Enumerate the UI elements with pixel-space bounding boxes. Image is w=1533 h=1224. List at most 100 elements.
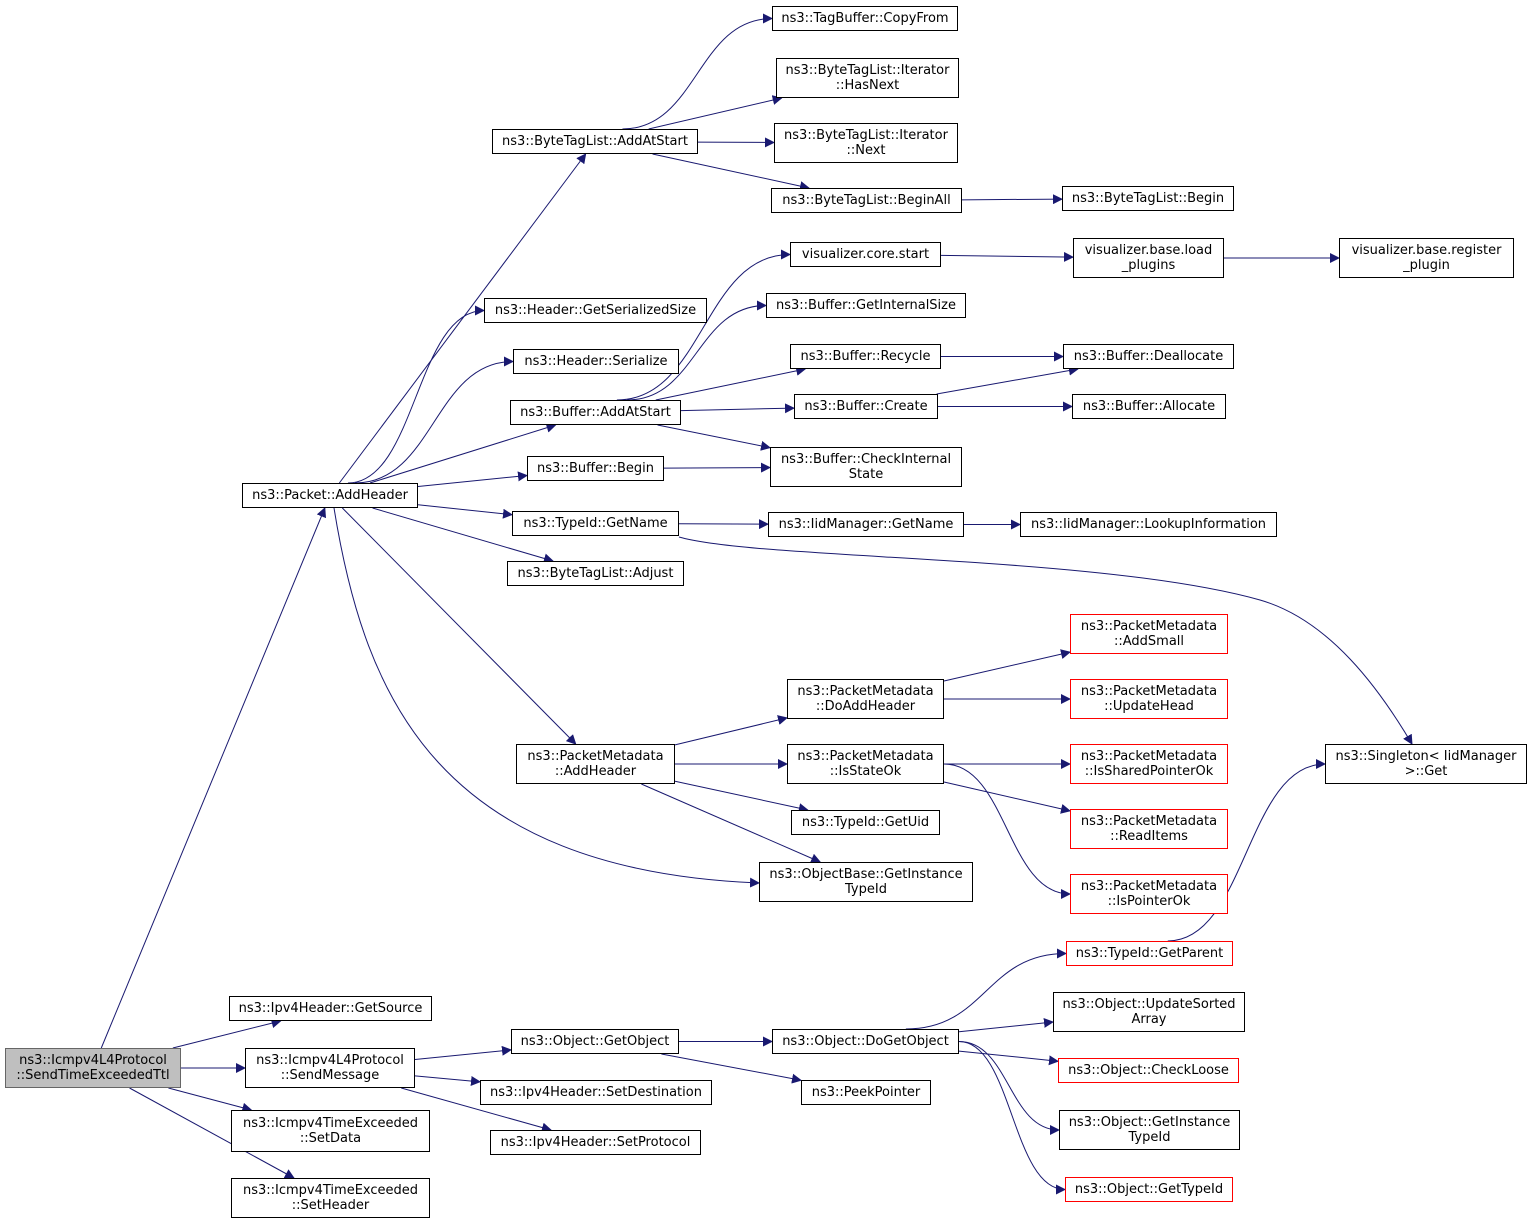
node-label: ns3::Ipv4Header::SetDestination — [490, 1085, 702, 1100]
node-typeid-getuid[interactable]: ns3::TypeId::GetUid — [791, 810, 940, 835]
node-visualizer-base-load[interactable]: visualizer.base.load_plugins — [1073, 238, 1224, 278]
node-label: ns3::Singleton< IidManager — [1335, 749, 1517, 764]
node-pm-ispointerok[interactable]: ns3::PacketMetadata::IsPointerOk — [1070, 874, 1228, 914]
node-bytetaglist-begin[interactable]: ns3::ByteTagList::Begin — [1062, 186, 1234, 211]
node-label: ns3::Packet::AddHeader — [252, 488, 408, 503]
node-pm-issharedpointerok[interactable]: ns3::PacketMetadata::IsSharedPointerOk — [1070, 744, 1228, 784]
edge-object-dogetobject-to-object-gettypeid — [958, 1041, 1066, 1195]
node-pm-addheader[interactable]: ns3::PacketMetadata::AddHeader — [516, 744, 675, 784]
node-label: ns3::Ipv4Header::SetProtocol — [500, 1135, 691, 1150]
node-visualizer-core-start[interactable]: visualizer.core.start — [790, 242, 941, 267]
node-iidmanager-getname[interactable]: ns3::IidManager::GetName — [768, 512, 964, 537]
node-label: ::SetHeader — [291, 1198, 370, 1213]
node-buffer-getinternalsize[interactable]: ns3::Buffer::GetInternalSize — [766, 293, 966, 318]
node-bytetaglist-beginall[interactable]: ns3::ByteTagList::BeginAll — [771, 188, 962, 213]
node-label: ns3::Object::CheckLoose — [1068, 1063, 1229, 1078]
node-label: visualizer.base.register — [1351, 243, 1502, 258]
edge-packet-addheader-to-bytetaglist-addatstart — [338, 153, 587, 484]
node-label: ns3::TypeId::GetParent — [1075, 946, 1224, 961]
edge-icmp-sendmessage-to-ipv4header-setprotocol — [401, 1087, 552, 1133]
node-label: ns3::Icmpv4TimeExceeded — [242, 1116, 419, 1131]
node-peekpointer[interactable]: ns3::PeekPointer — [801, 1080, 931, 1105]
node-label: ns3::Buffer::Begin — [536, 461, 655, 476]
node-iterator-hasnext[interactable]: ns3::ByteTagList::Iterator::HasNext — [776, 58, 959, 98]
node-pm-isstateok[interactable]: ns3::PacketMetadata::IsStateOk — [787, 744, 944, 784]
node-buffer-addatstart[interactable]: ns3::Buffer::AddAtStart — [510, 400, 681, 425]
edge-pm-addheader-to-objectbase-getinstancetypeid — [641, 783, 822, 863]
node-label: ::SendMessage — [280, 1068, 380, 1083]
node-visualizer-base-register[interactable]: visualizer.base.register_plugin — [1339, 238, 1514, 278]
node-pm-updatehead[interactable]: ns3::PacketMetadata::UpdateHead — [1070, 679, 1228, 719]
node-object-checkloose[interactable]: ns3::Object::CheckLoose — [1058, 1058, 1239, 1083]
node-typeid-getparent[interactable]: ns3::TypeId::GetParent — [1066, 941, 1233, 966]
node-label: ns3::PacketMetadata — [1080, 879, 1218, 894]
node-iterator-next[interactable]: ns3::ByteTagList::Iterator::Next — [774, 123, 958, 163]
node-buffer-deallocate[interactable]: ns3::Buffer::Deallocate — [1063, 344, 1234, 369]
node-label: ::HasNext — [835, 78, 900, 93]
node-timeexceeded-setdata[interactable]: ns3::Icmpv4TimeExceeded::SetData — [231, 1110, 430, 1152]
node-label: TypeId — [1128, 1130, 1171, 1145]
node-label: ns3::Buffer::Deallocate — [1073, 349, 1224, 364]
node-pm-addsmall[interactable]: ns3::PacketMetadata::AddSmall — [1070, 614, 1228, 654]
node-tagbuffer-copyfrom[interactable]: ns3::TagBuffer::CopyFrom — [772, 6, 958, 31]
node-label: ns3::Ipv4Header::GetSource — [238, 1001, 423, 1016]
node-label: ns3::Header::GetSerializedSize — [494, 303, 697, 318]
node-header-serialize[interactable]: ns3::Header::Serialize — [513, 349, 679, 374]
edge-bytetaglist-addatstart-to-tagbuffer-copyfrom — [622, 13, 773, 130]
node-singleton-get[interactable]: ns3::Singleton< IidManager >::Get — [1325, 744, 1527, 784]
node-packet-addheader[interactable]: ns3::Packet::AddHeader — [242, 483, 418, 508]
node-label: ns3::PacketMetadata — [797, 684, 934, 699]
edge-object-dogetobject-to-object-getinstancetypeid — [958, 1041, 1060, 1135]
node-object-getobject[interactable]: ns3::Object::GetObject — [511, 1029, 679, 1054]
node-label: ns3::ByteTagList::Iterator — [784, 128, 948, 143]
edge-visualizer-core-start-to-visualizer-base-load — [940, 251, 1074, 262]
node-label: ns3::ByteTagList::BeginAll — [782, 193, 951, 208]
node-icmp-sendmessage[interactable]: ns3::Icmpv4L4Protocol::SendMessage — [245, 1048, 415, 1088]
node-object-gettypeid[interactable]: ns3::Object::GetTypeId — [1065, 1177, 1233, 1202]
node-label: ::IsPointerOk — [1107, 894, 1191, 909]
node-pm-doaddheader[interactable]: ns3::PacketMetadata::DoAddHeader — [787, 679, 944, 719]
edge-typeid-getparent-to-singleton-get — [1167, 759, 1326, 942]
node-timeexceeded-setheader[interactable]: ns3::Icmpv4TimeExceeded::SetHeader — [231, 1178, 430, 1218]
edge-packet-addheader-to-pm-addheader — [342, 507, 577, 745]
node-ipv4header-setdestination[interactable]: ns3::Ipv4Header::SetDestination — [480, 1080, 712, 1105]
node-bytetaglist-adjust[interactable]: ns3::ByteTagList::Adjust — [507, 561, 684, 586]
node-iidmanager-lookupinformation[interactable]: ns3::IidManager::LookupInformation — [1020, 512, 1277, 537]
node-label: ::DoAddHeader — [815, 699, 916, 714]
node-ipv4header-getsource[interactable]: ns3::Ipv4Header::GetSource — [229, 996, 432, 1021]
node-label: ns3::Icmpv4TimeExceeded — [242, 1183, 419, 1198]
node-label: ns3::IidManager::LookupInformation — [1030, 517, 1267, 532]
node-buffer-allocate[interactable]: ns3::Buffer::Allocate — [1072, 394, 1226, 419]
edge-root-to-timeexceeded-setdata — [168, 1087, 253, 1113]
node-typeid-getname[interactable]: ns3::TypeId::GetName — [512, 511, 679, 536]
node-object-dogetobject[interactable]: ns3::Object::DoGetObject — [772, 1029, 959, 1054]
node-label: _plugins — [1121, 258, 1176, 273]
node-label: ns3::Object::GetInstance — [1068, 1115, 1231, 1130]
edge-root-to-packet-addheader — [100, 507, 327, 1049]
node-label: ns3::TypeId::GetName — [523, 516, 668, 531]
node-label: ns3::ObjectBase::GetInstance — [769, 867, 963, 882]
node-label: ::AddSmall — [1113, 634, 1185, 649]
node-label: ::SendTimeExceededTtl — [16, 1068, 170, 1083]
node-buffer-begin[interactable]: ns3::Buffer::Begin — [527, 456, 664, 481]
edge-icmp-sendmessage-to-ipv4header-setdestination — [414, 1075, 481, 1086]
node-pm-readitems[interactable]: ns3::PacketMetadata::ReadItems — [1070, 809, 1228, 849]
node-label: visualizer.base.load — [1084, 243, 1213, 258]
node-ipv4header-setprotocol[interactable]: ns3::Ipv4Header::SetProtocol — [490, 1130, 701, 1155]
node-bytetaglist-addatstart[interactable]: ns3::ByteTagList::AddAtStart — [492, 129, 698, 154]
node-label: ns3::ByteTagList::AddAtStart — [502, 134, 688, 149]
node-buffer-recycle[interactable]: ns3::Buffer::Recycle — [790, 344, 941, 369]
edge-bytetaglist-addatstart-to-iterator-hasnext — [648, 95, 783, 130]
node-header-getserializedsize[interactable]: ns3::Header::GetSerializedSize — [484, 298, 707, 323]
node-buffer-create[interactable]: ns3::Buffer::Create — [794, 394, 938, 419]
node-label: ns3::Icmpv4L4Protocol — [256, 1053, 404, 1068]
node-label: ns3::Object::GetTypeId — [1074, 1182, 1224, 1197]
edge-object-dogetobject-to-object-checkloose — [958, 1050, 1059, 1066]
node-label: ns3::TagBuffer::CopyFrom — [781, 11, 949, 26]
